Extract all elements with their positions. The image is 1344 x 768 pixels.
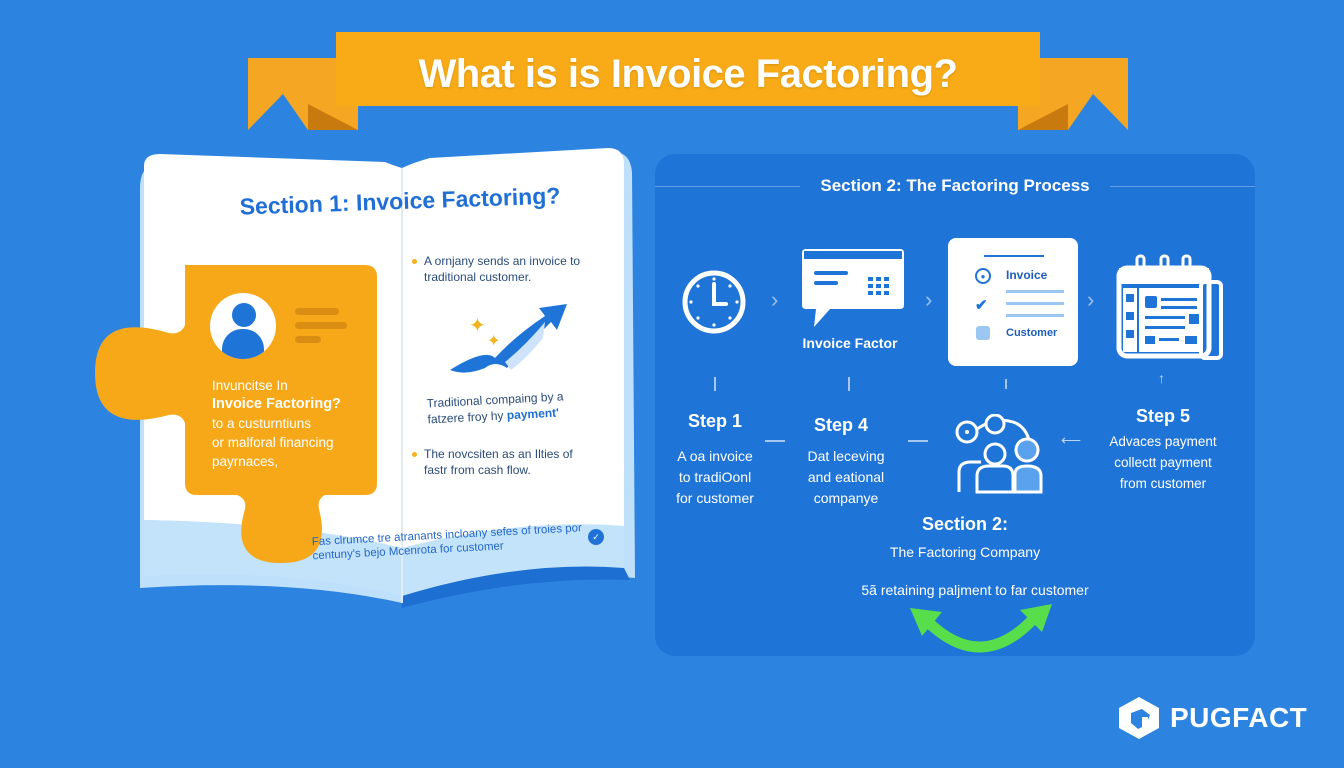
section-2-panel: Section 2: The Factoring Process › Invoi… — [655, 154, 1255, 656]
divider — [655, 185, 801, 187]
title-banner: What is is Invoice Factoring? — [248, 30, 1128, 132]
step-4-title: Step 4 — [813, 415, 869, 435]
connector-line — [765, 440, 785, 442]
section-2-subheading: Section 2: — [921, 514, 1009, 534]
step-1-title: Step 1 — [687, 411, 743, 431]
person-icon: ● — [975, 268, 991, 284]
clock-icon — [682, 270, 746, 334]
arrow-left-icon: ⟵ — [1061, 432, 1082, 448]
cycle-arrows-icon — [910, 604, 1052, 653]
people-network-icon — [955, 414, 1043, 494]
connector-line — [848, 377, 850, 391]
step-4-description: Dat leceving and eational companye — [807, 448, 885, 506]
pugfact-logo: PUGFACT — [1116, 695, 1307, 741]
invoice-chat-icon — [802, 249, 904, 327]
factoring-company-label: The Factoring Company — [889, 544, 1041, 560]
growth-arrow-icon: ✦ ✦ — [450, 304, 567, 373]
connector-line — [1005, 379, 1007, 389]
connector-line — [908, 440, 928, 442]
chevron-right-icon: › — [1087, 287, 1095, 312]
retaining-payment-note: 5ã retaining paljment to far customer — [861, 582, 1089, 598]
chevron-right-icon: › — [925, 287, 933, 312]
bullet-2: The novcsiten as an Ilties of fastr from… — [410, 446, 585, 478]
user-avatar-icon — [210, 293, 276, 359]
page-title: What is is Invoice Factoring? — [418, 51, 958, 96]
chevron-right-icon: › — [771, 287, 779, 312]
divider — [1109, 185, 1255, 187]
puzzle-description: Invuncitse In Invoice Factoring? to a cu… — [212, 378, 341, 469]
cube-logo-icon — [1119, 697, 1159, 739]
invoice-checklist-card: ● Invoice ✔ Customer — [948, 238, 1078, 366]
step-5-description: Advaces payment collectt payment from cu… — [1109, 434, 1217, 491]
bullet-1: A ornjany sends an invoice to traditiona… — [410, 253, 600, 285]
badge-icon: ✓ — [588, 529, 604, 545]
location-icon — [976, 326, 990, 340]
svg-text:✦: ✦ — [469, 313, 486, 337]
arrow-up-icon: ↑ — [1158, 370, 1165, 386]
step-5-title: Step 5 — [1135, 406, 1191, 426]
section-1-book: Section 1: Invoice Factoring? Invuncitse… — [95, 148, 635, 608]
calendar-icon — [1116, 254, 1223, 360]
connector-line — [714, 377, 716, 391]
section-2-title: Section 2: The Factoring Process — [820, 176, 1090, 195]
invoice-factor-label: Invoice Factor — [802, 335, 898, 351]
svg-text:✦: ✦ — [487, 331, 500, 350]
step-1-description: A oa invoice to tradiOonl for customer — [676, 448, 754, 506]
ribbon-shape — [248, 32, 1128, 130]
checkmark-icon: ✔ — [975, 297, 988, 314]
text-lines-icon — [295, 308, 347, 350]
